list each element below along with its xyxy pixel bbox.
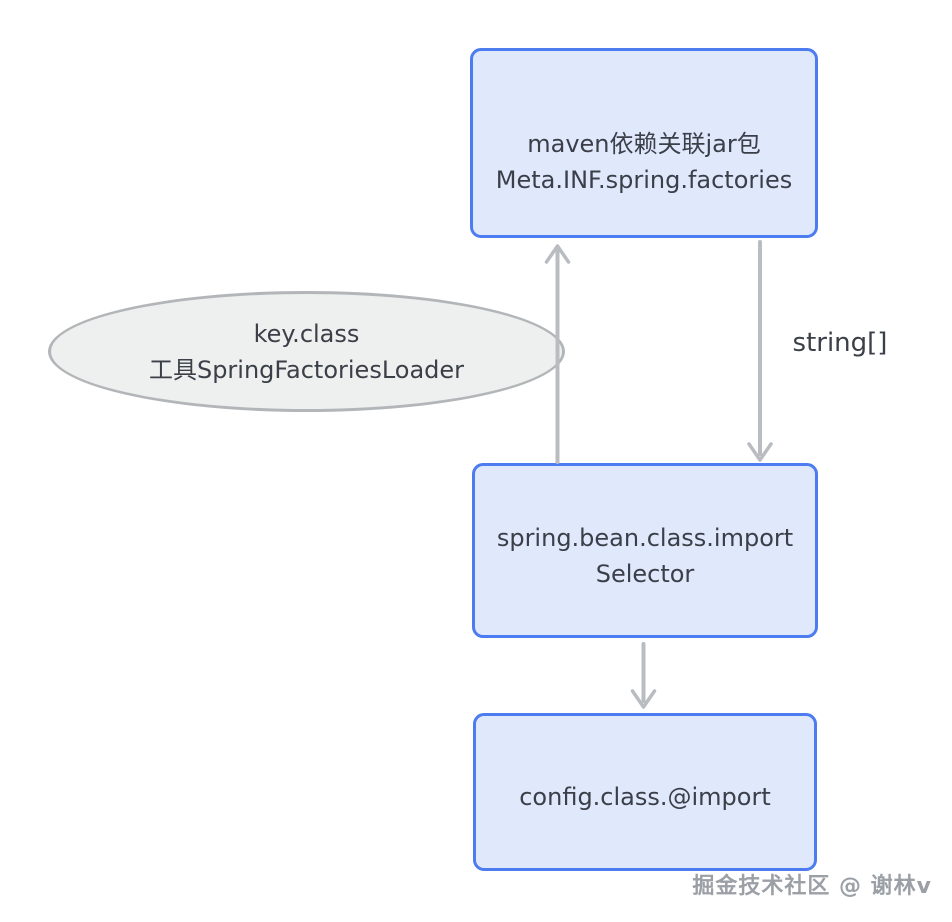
node-maven-jar-line1: maven依赖关联jar包 xyxy=(527,130,761,158)
node-spring-factories-loader: key.class 工具SpringFactoriesLoader xyxy=(48,291,565,412)
watermark: 掘金技术社区 @ 谢林v xyxy=(692,874,932,899)
node-config-import-line1: config.class.@import xyxy=(519,783,771,811)
node-spring-factories-loader-line1: key.class xyxy=(253,319,360,348)
node-import-selector: spring.bean.class.import Selector xyxy=(472,463,818,638)
node-config-import: config.class.@import xyxy=(473,713,817,871)
node-import-selector-line1: spring.bean.class.import xyxy=(496,523,794,552)
node-spring-factories-loader-line2: 工具SpringFactoriesLoader xyxy=(148,355,465,384)
node-maven-jar: maven依赖关联jar包 Meta.INF.spring.factories xyxy=(470,48,818,238)
edge-label-string-array: string[] xyxy=(792,328,888,358)
node-import-selector-line2: Selector xyxy=(595,559,695,588)
node-maven-jar-line2: Meta.INF.spring.factories xyxy=(495,166,793,194)
arrow-selector-to-config-icon xyxy=(630,642,657,709)
arrow-maven-to-selector-icon xyxy=(747,240,773,462)
